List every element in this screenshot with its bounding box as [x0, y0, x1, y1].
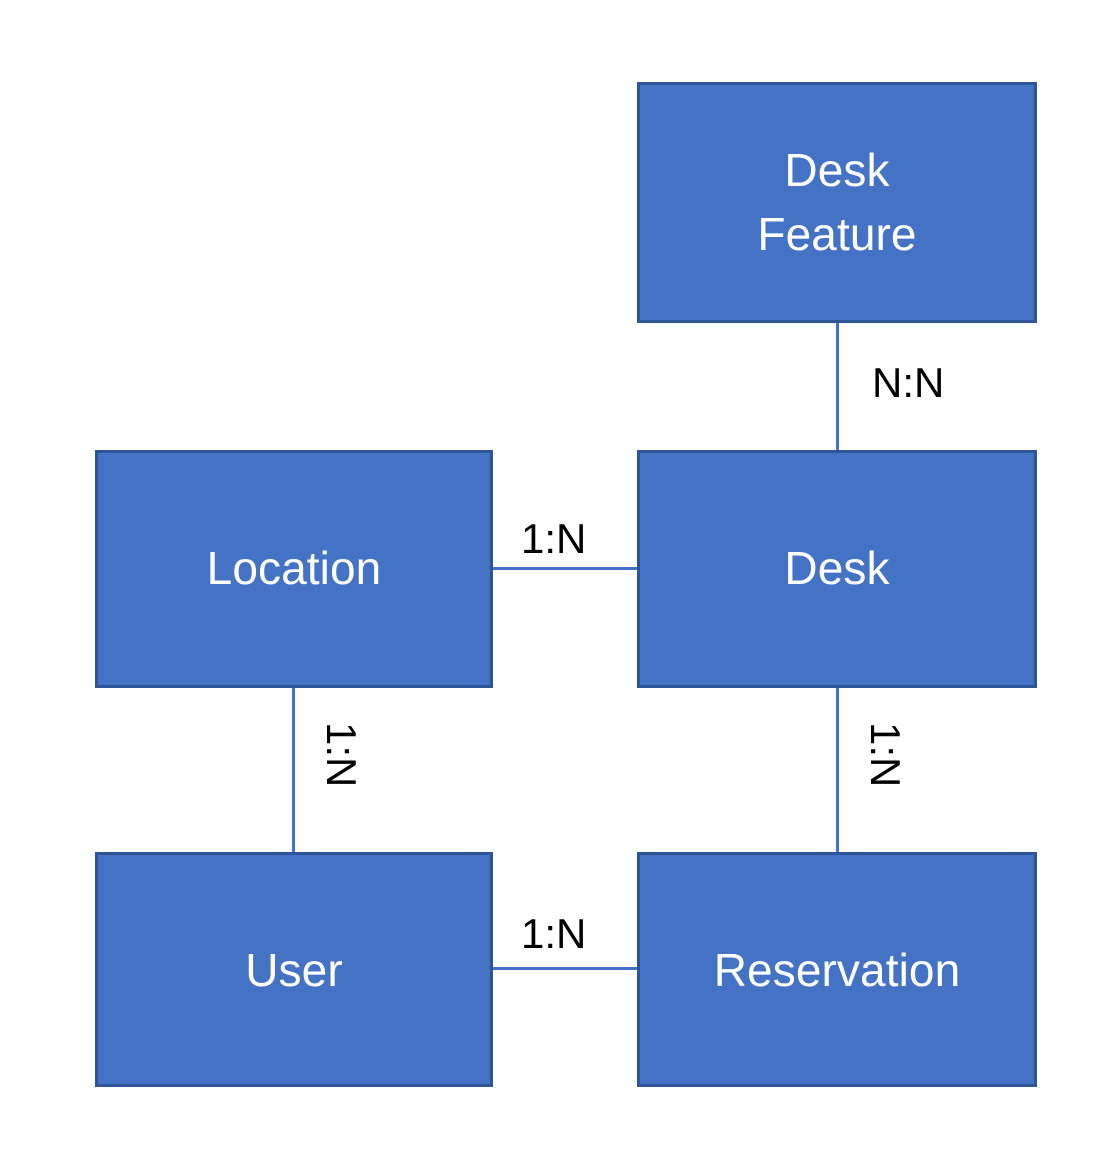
entity-box-location[interactable]: Location: [95, 450, 493, 688]
cardinality-label-desk-reservation: 1:N: [862, 722, 909, 788]
connector-deskfeature-desk: [836, 321, 839, 452]
cardinality-label-deskfeature-desk: N:N: [872, 359, 945, 406]
cardinality-label-location-user: 1:N: [318, 722, 365, 788]
entity-box-reservation[interactable]: Reservation: [637, 852, 1037, 1087]
connector-location-user: [292, 686, 295, 854]
cardinality-label-user-reservation: 1:N: [521, 910, 587, 957]
connector-location-desk: [492, 567, 639, 570]
cardinality-label-location-desk: 1:N: [521, 515, 587, 562]
connector-user-reservation: [492, 967, 639, 970]
entity-box-desk[interactable]: Desk: [637, 450, 1037, 688]
entity-box-user[interactable]: User: [95, 852, 493, 1087]
entity-box-desk-feature[interactable]: Desk Feature: [637, 82, 1037, 323]
connector-desk-reservation: [836, 686, 839, 854]
